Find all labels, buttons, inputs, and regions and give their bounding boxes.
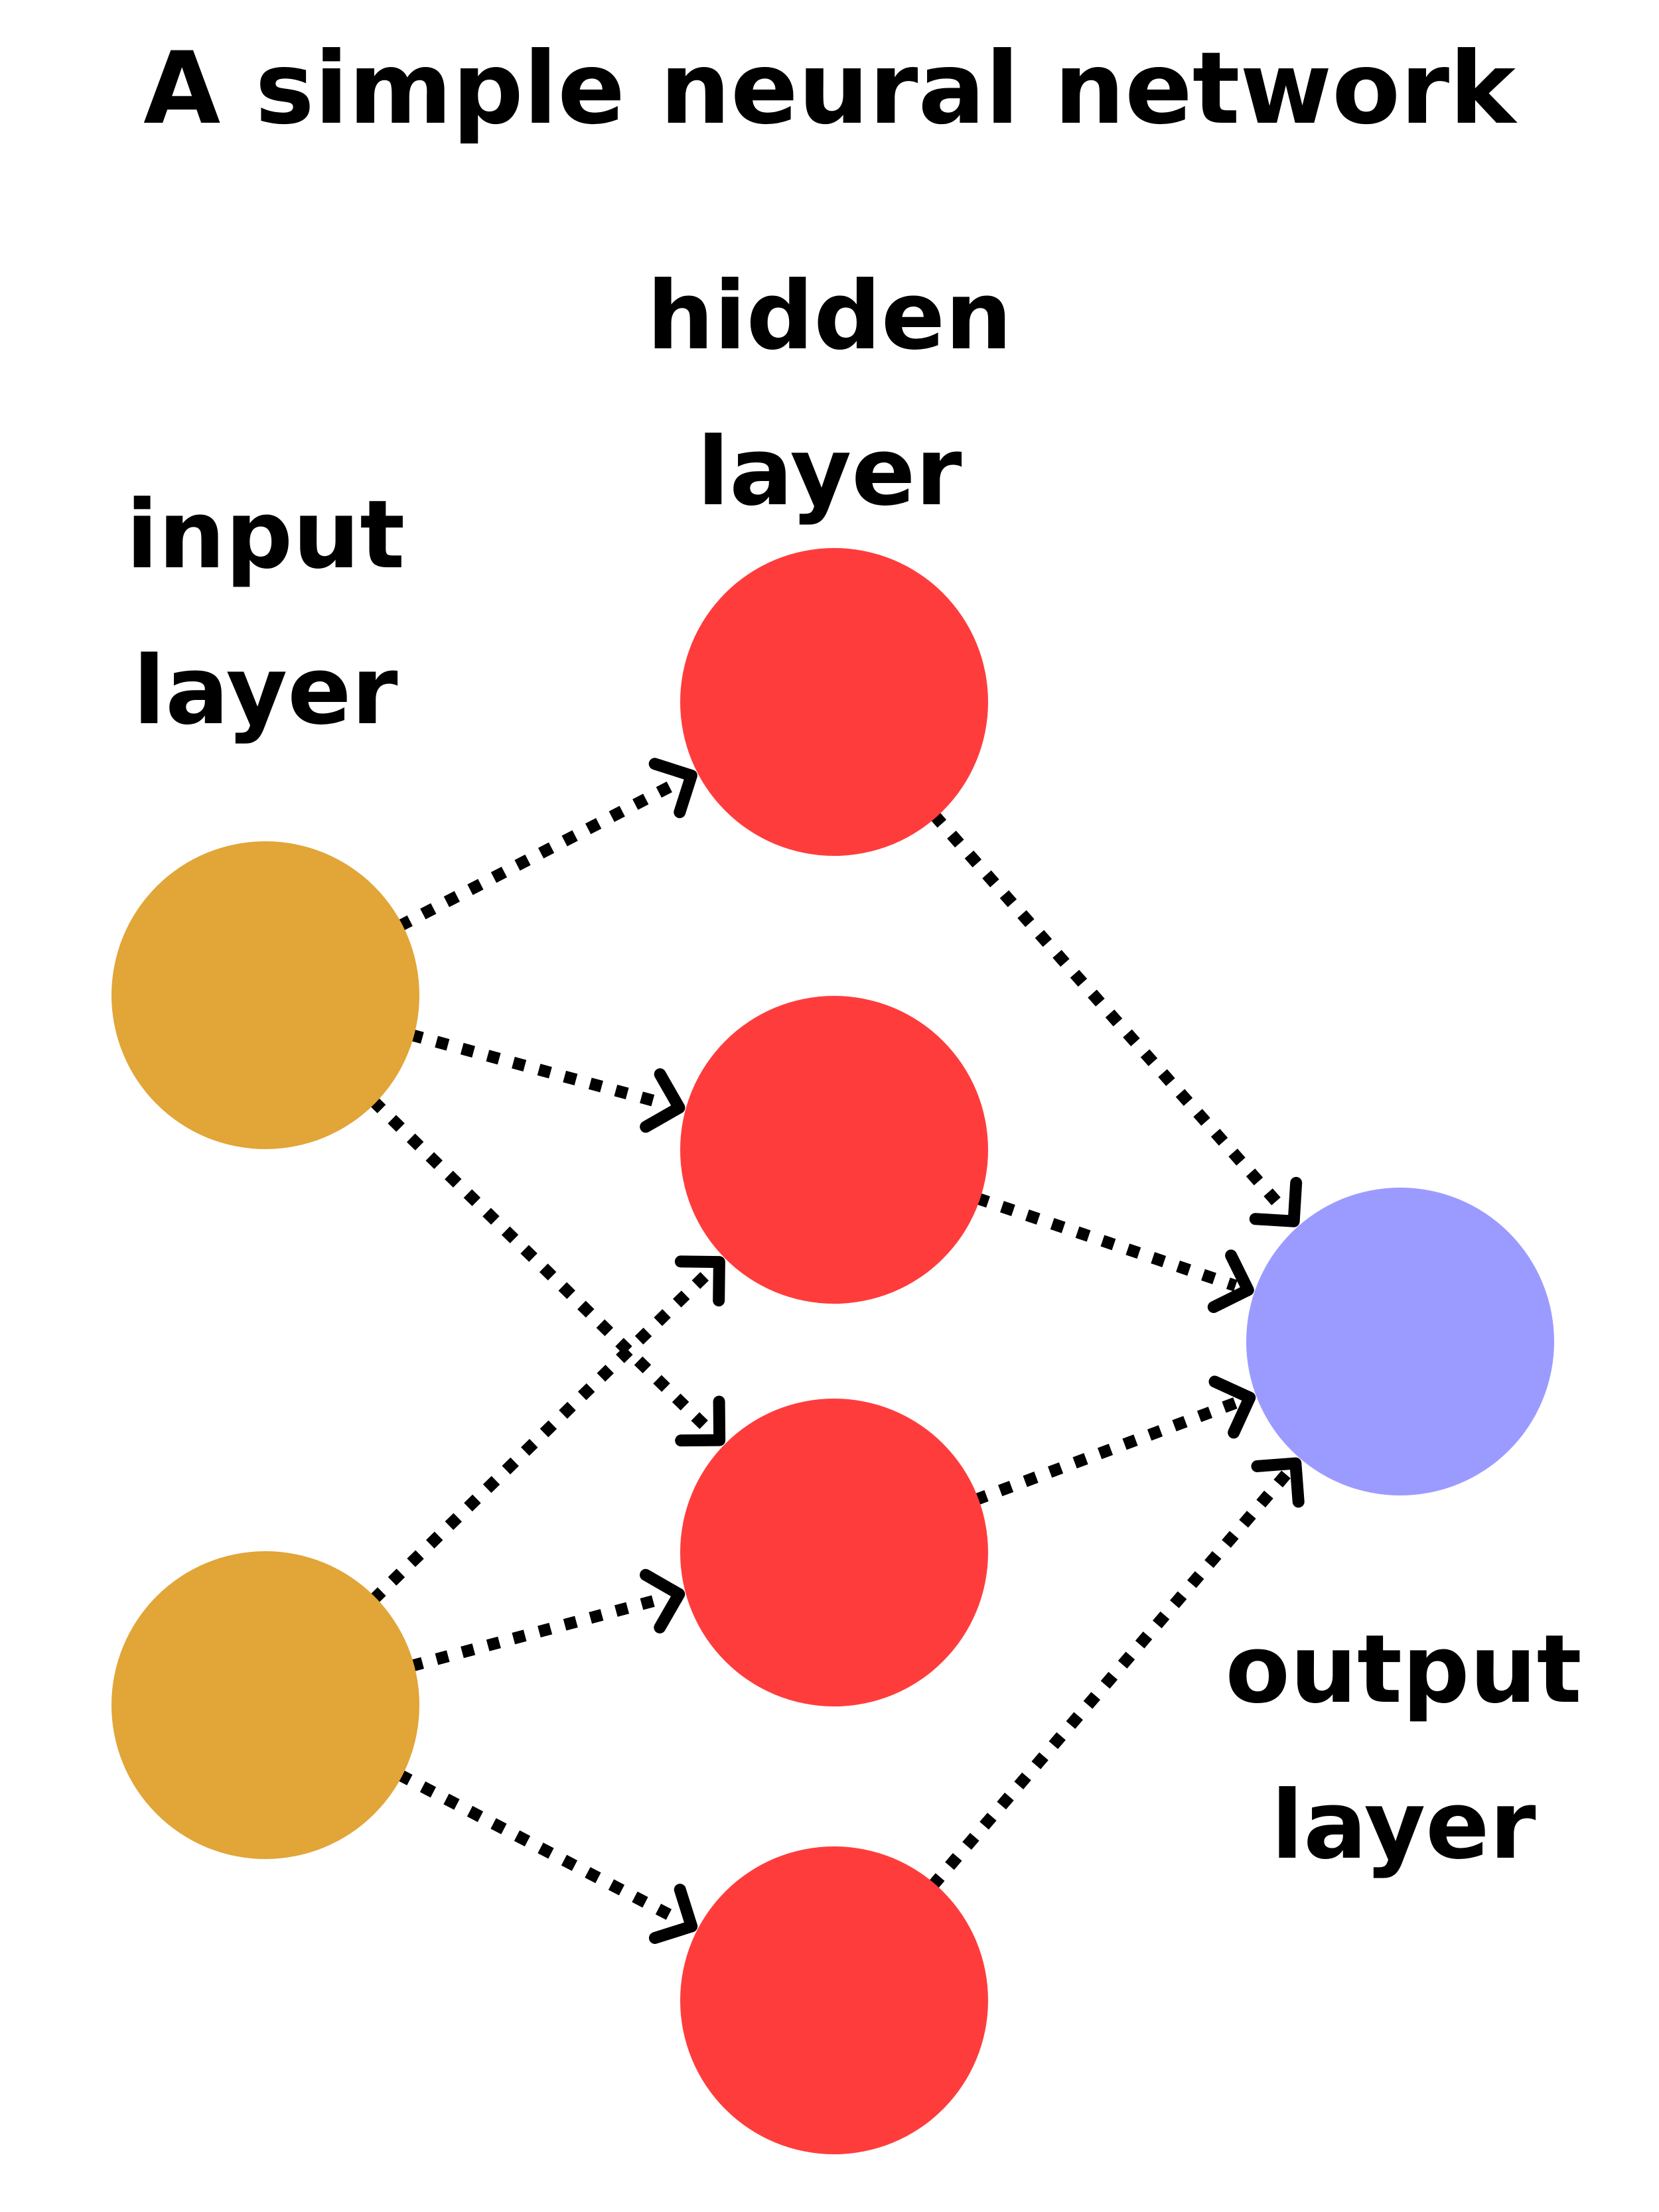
hidden-node-h4 — [680, 1846, 988, 2154]
arrowhead-in1-to-h3 — [675, 1395, 726, 1447]
nodes — [111, 548, 1554, 2154]
edge-in1-to-h1 — [396, 776, 683, 932]
input-layer-label-line2: layer — [133, 636, 397, 746]
arrowhead-h4-to-out — [1251, 1457, 1305, 1508]
arrowhead-in2-to-h3 — [640, 1568, 685, 1633]
edge-h1-to-out — [929, 811, 1290, 1215]
hidden-layer-label-line2: layer — [697, 417, 962, 527]
edge-in2-to-h4 — [396, 1769, 683, 1926]
edge-in2-to-h2 — [369, 1267, 714, 1604]
hidden-node-h2 — [680, 996, 988, 1304]
hidden-node-h1 — [680, 548, 988, 856]
arrowhead-h1-to-out — [1249, 1176, 1303, 1227]
edge-in2-to-h3 — [409, 1592, 668, 1672]
arrowhead-h2-to-out — [1207, 1249, 1254, 1314]
edge-in1-to-h3 — [368, 1096, 715, 1436]
edge-h3-to-out — [973, 1397, 1240, 1506]
edge-h2-to-out — [975, 1192, 1238, 1292]
input-layer-label-line1: input — [126, 480, 405, 590]
arrowhead-h3-to-out — [1208, 1375, 1256, 1439]
connections — [368, 758, 1305, 1944]
diagram-title: A simple neural network — [143, 31, 1518, 147]
arrowhead-in2-to-h2 — [674, 1255, 725, 1307]
edge-h4-to-out — [928, 1469, 1292, 1890]
input-node-in1 — [111, 841, 419, 1149]
output-node-out — [1246, 1188, 1554, 1495]
input-node-in2 — [111, 1551, 419, 1859]
output-layer-label-line1: output — [1225, 1615, 1581, 1724]
hidden-layer-label-line1: hidden — [647, 261, 1012, 371]
hidden-node-h3 — [680, 1399, 988, 1706]
output-layer-label-line2: layer — [1271, 1771, 1536, 1880]
arrowhead-in1-to-h2 — [640, 1068, 685, 1133]
edge-in1-to-h2 — [409, 1028, 668, 1110]
arrowhead-in1-to-h1 — [648, 758, 697, 819]
arrowhead-in2-to-h4 — [648, 1884, 698, 1944]
